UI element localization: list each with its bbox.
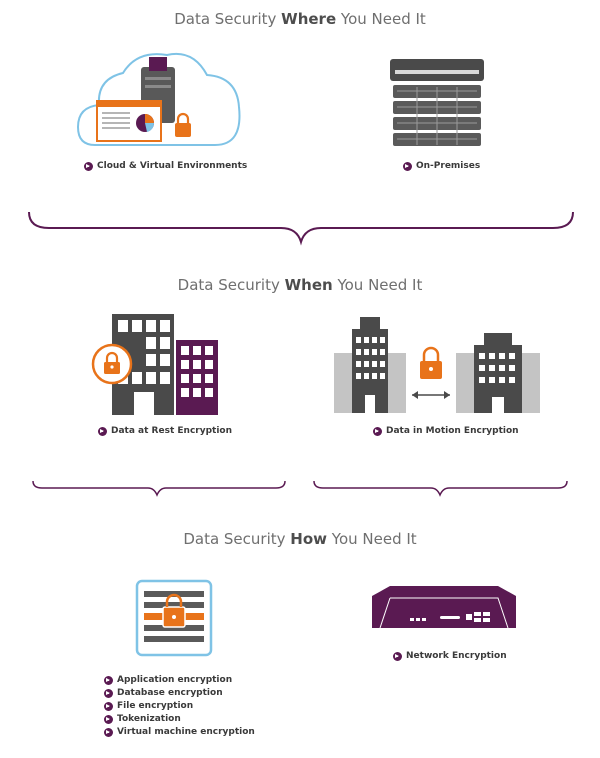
arrow-right-icon — [84, 161, 93, 171]
heading-where: Data Security Where You Need It — [174, 10, 426, 28]
bracket-where — [28, 211, 574, 246]
arrow-right-icon — [104, 727, 113, 737]
heading-how: Data Security How You Need It — [183, 530, 417, 548]
arrow-right-icon — [393, 651, 402, 661]
cloud-label[interactable]: Cloud & Virtual Environments — [84, 161, 247, 171]
list-item[interactable]: File encryption — [104, 701, 255, 711]
arrow-right-icon — [98, 426, 107, 436]
data-at-rest-illustration — [91, 314, 218, 415]
heading-when: Data Security When You Need It — [177, 276, 423, 294]
arrow-right-icon — [373, 426, 382, 436]
arrow-right-icon — [104, 688, 113, 698]
list-item[interactable]: Application encryption — [104, 675, 255, 685]
onprem-label[interactable]: On-Premises — [403, 161, 480, 171]
arrow-right-icon — [104, 714, 113, 724]
server-rack-illustration — [390, 59, 484, 146]
list-item[interactable]: Virtual machine encryption — [104, 727, 255, 737]
list-item[interactable]: Database encryption — [104, 688, 255, 698]
arrow-right-icon — [104, 675, 113, 685]
arrow-right-icon — [403, 161, 412, 171]
data-in-motion-label[interactable]: Data in Motion Encryption — [373, 426, 519, 436]
network-encryption-label[interactable]: Network Encryption — [393, 651, 507, 661]
arrow-right-icon — [104, 701, 113, 711]
data-in-motion-illustration — [334, 317, 540, 413]
data-at-rest-label[interactable]: Data at Rest Encryption — [98, 426, 232, 436]
network-appliance-illustration — [372, 586, 516, 629]
application-encryption-illustration — [135, 579, 213, 657]
bracket-when — [32, 480, 568, 497]
list-item[interactable]: Tokenization — [104, 714, 255, 724]
cloud-environment-illustration — [76, 53, 241, 146]
how-list: Application encryption Database encrypti… — [104, 675, 255, 740]
